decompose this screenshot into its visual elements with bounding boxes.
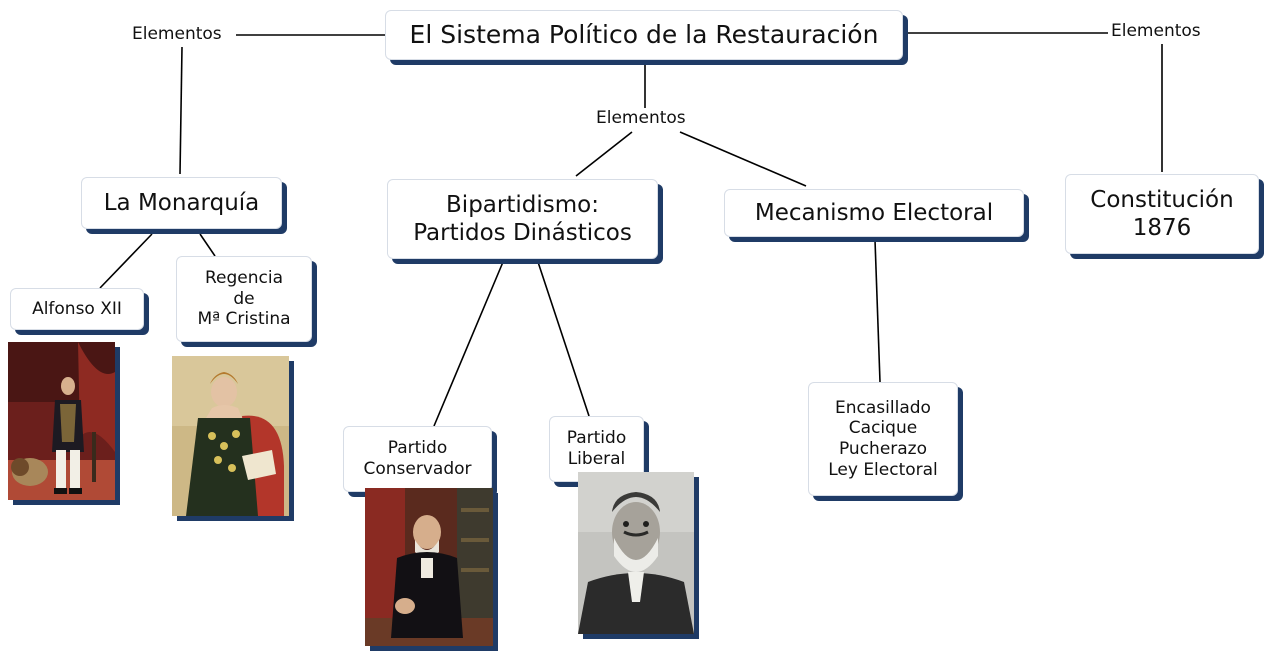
concept-bipartidismo-line-2: Partidos Dinásticos [413,220,632,246]
concept-liberal[interactable]: Partido Liberal [549,416,644,482]
concept-alfonso[interactable]: Alfonso XII [10,288,144,330]
concept-bipartidismo-line-1: Bipartidismo: [446,191,599,218]
concept-root-label: El Sistema Político de la Restauración [409,19,879,49]
portrait-alfonso-xii[interactable] [8,342,115,500]
portrait-canovas[interactable] [365,488,493,646]
concept-encasillado-line-2: Cacique [848,418,918,439]
concept-monarquia-label: La Monarquía [103,189,260,216]
concept-constitucion-line-2: 1876 [1132,215,1192,241]
concept-encasillado-line-4: Ley Electoral [828,459,938,480]
concept-regencia[interactable]: Regencia de Mª Cristina [176,256,312,342]
concept-root[interactable]: El Sistema Político de la Restauración [385,10,903,60]
concept-regencia-line-1: Regencia [204,267,284,288]
concept-conservador-line-1: Partido [387,438,448,459]
concept-alfonso-label: Alfonso XII [32,298,122,319]
link-label-left: Elementos [129,24,225,44]
concept-liberal-line-2: Liberal [567,449,626,469]
concept-bipartidismo[interactable]: Bipartidismo: Partidos Dinásticos [387,179,658,259]
portrait-sagasta[interactable] [578,472,694,634]
concept-conservador-line-2: Conservador [363,459,472,479]
concept-mecanismo-label: Mecanismo Electoral [754,199,994,226]
concept-encasillado-line-3: Pucherazo [838,439,928,459]
link-label-right: Elementos [1108,21,1204,41]
concept-encasillado[interactable]: Encasillado Cacique Pucherazo Ley Electo… [808,382,958,496]
concept-liberal-line-1: Partido [566,428,627,449]
concept-regencia-line-2: de [233,288,255,309]
concept-mecanismo[interactable]: Mecanismo Electoral [724,189,1024,237]
concept-regencia-line-3: Mª Cristina [197,309,291,330]
concept-monarquia[interactable]: La Monarquía [81,177,282,229]
link-label-center: Elementos [593,108,689,128]
concept-conservador[interactable]: Partido Conservador [343,426,492,492]
concept-constitucion-line-1: Constitución [1090,186,1234,213]
concept-encasillado-line-1: Encasillado [835,397,931,418]
concept-constitucion[interactable]: Constitución 1876 [1065,174,1259,254]
portrait-maria-cristina[interactable] [172,356,289,516]
